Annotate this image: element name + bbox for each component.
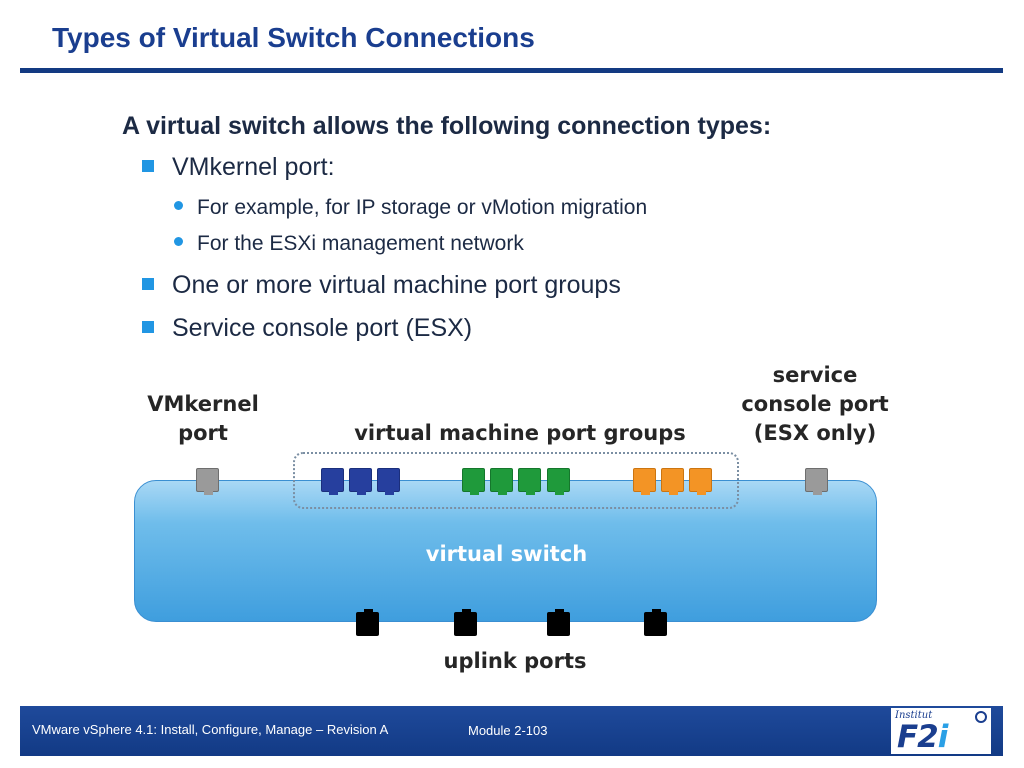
virtual-switch-body: virtual switch [134,480,877,622]
label-line: console port [741,392,889,416]
square-bullet-icon [142,278,154,290]
footer-course-title: VMware vSphere 4.1: Install, Configure, … [32,722,389,737]
vm-port-orange-icon [661,468,684,495]
service-console-port-icon [805,468,828,495]
logo-main-part: F2 [897,719,939,755]
uplink-port-icon [547,609,570,636]
vm-port-green-icon [490,468,513,495]
vm-port-orange-icon [633,468,656,495]
bullet-text: One or more virtual machine port groups [172,271,621,299]
f2i-logo: Institut F2i [891,708,991,755]
sub-bullet-text: For the ESXi management network [197,232,524,255]
vm-port-green-icon [462,468,485,495]
square-bullet-icon [142,160,154,172]
vmkernel-port-label: VMkernel port [128,390,278,448]
content-heading: A virtual switch allows the following co… [122,112,772,140]
square-bullet-icon [142,321,154,333]
uplink-port-icon [454,609,477,636]
round-bullet-icon [174,201,183,210]
port-groups-label: virtual machine port groups [354,421,686,445]
vm-port-orange-icon [689,468,712,495]
uplink-port-icon [644,609,667,636]
logo-main-accent: i [937,719,949,755]
vmkernel-port-icon [196,468,219,495]
round-bullet-icon [174,237,183,246]
uplink-ports-label: uplink ports [443,649,587,673]
virtual-switch-label: virtual switch [425,542,588,566]
bullet-text: Service console port (ESX) [172,314,473,342]
label-line: port [178,421,228,445]
uplink-port-icon [356,609,379,636]
service-console-port-label: service console port (ESX only) [725,361,905,448]
logo-main-text: F2i [897,719,949,755]
vm-port-blue-icon [377,468,400,495]
slide-title: Types of Virtual Switch Connections [52,22,535,53]
vm-port-green-icon [518,468,541,495]
label-line: (ESX only) [753,421,877,445]
bullet-text: VMkernel port: [172,153,335,181]
vm-port-blue-icon [321,468,344,495]
vm-port-green-icon [547,468,570,495]
logo-top-text: Institut [895,710,933,721]
port-group-outline [293,452,739,509]
footer-module-number: Module 2-103 [468,723,548,738]
slide-footer: VMware vSphere 4.1: Install, Configure, … [20,706,1003,756]
label-line: VMkernel [147,392,259,416]
label-line: service [772,363,858,387]
virtual-switch-diagram: VMkernel port virtual machine port group… [128,361,905,673]
logo-ring-icon [975,711,987,723]
vm-port-blue-icon [349,468,372,495]
title-divider [20,68,1003,73]
sub-bullet-text: For example, for IP storage or vMotion m… [197,196,648,219]
